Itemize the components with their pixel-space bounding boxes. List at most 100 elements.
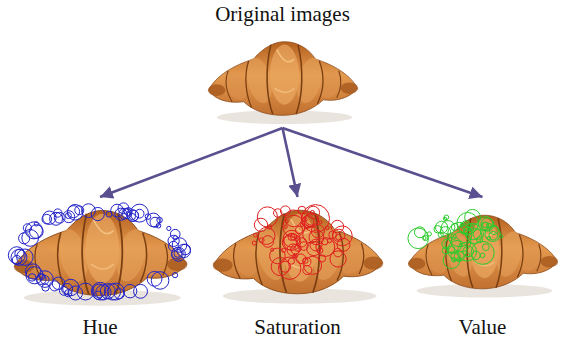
keypoint-circle	[130, 204, 148, 222]
keypoint-circle	[329, 231, 337, 239]
keypoint-circle	[444, 215, 449, 220]
keypoint-circle	[443, 217, 446, 220]
keypoint-circle	[448, 246, 455, 253]
keypoint-circle	[310, 239, 322, 251]
keypoint-circle	[318, 255, 325, 262]
keypoint-circle	[134, 284, 148, 298]
keypoint-circle	[147, 271, 162, 286]
keypoint-circle	[454, 251, 464, 261]
keypoint-circle	[442, 239, 452, 249]
original-image: Original images	[200, 2, 365, 128]
keypoint-circle	[17, 249, 33, 265]
keypoint-circle	[15, 249, 24, 258]
keypoint-circle	[28, 274, 36, 282]
keypoint-circle	[337, 238, 350, 251]
keypoint-circle	[486, 223, 491, 228]
keypoint-circle	[69, 286, 83, 300]
figure-title: Original images	[215, 2, 350, 26]
keypoint-circle	[68, 206, 80, 218]
hue-croissant	[14, 210, 188, 305]
keypoint-circle	[22, 230, 39, 247]
hue-image: Hue	[5, 197, 195, 339]
keypoint-circle	[438, 232, 443, 237]
keypoint-circle	[254, 233, 258, 237]
keypoint-circle	[280, 206, 290, 216]
keypoint-circle	[254, 218, 267, 231]
keypoint-circle	[443, 252, 460, 269]
keypoint-circle	[170, 229, 180, 239]
keypoint-circles	[8, 203, 502, 300]
keypoint-circle	[252, 241, 256, 245]
keypoint-circle	[459, 243, 462, 246]
keypoint-circle	[327, 239, 331, 243]
keypoint-circle	[26, 267, 43, 284]
keypoint-circle	[334, 248, 343, 257]
keypoint-circle	[271, 257, 289, 275]
keypoint-circle	[284, 234, 301, 251]
keypoint-circle	[91, 207, 104, 220]
keypoint-circle	[291, 234, 297, 240]
saturation-croissant	[213, 210, 383, 304]
keypoint-circle	[156, 223, 161, 228]
keypoint-circle	[466, 253, 470, 257]
keypoint-circle	[19, 233, 30, 244]
keypoint-circle	[123, 284, 136, 297]
keypoint-circle	[451, 232, 471, 252]
keypoint-circle	[59, 286, 68, 295]
keypoint-circle	[487, 236, 490, 239]
saturation-image: Saturation	[205, 197, 390, 339]
value-image: Value	[405, 197, 560, 339]
keypoint-circle	[319, 221, 322, 224]
keypoint-circle	[482, 244, 489, 251]
keypoint-circle	[423, 235, 428, 240]
flow-arrow	[283, 128, 298, 197]
keypoint-circle	[25, 264, 40, 279]
keypoint-circle	[297, 238, 306, 247]
keypoint-circle	[441, 221, 454, 234]
keypoint-circle	[303, 258, 311, 266]
keypoint-circle	[471, 241, 494, 264]
keypoint-circle	[280, 261, 291, 272]
keypoint-circle	[295, 226, 302, 233]
keypoint-circle	[91, 282, 109, 300]
keypoint-circle	[172, 273, 177, 278]
keypoint-circle	[461, 221, 470, 230]
keypoint-circle	[50, 281, 60, 291]
flow-arrow	[283, 128, 483, 197]
keypoint-circle	[464, 223, 480, 239]
keypoint-circle	[180, 244, 191, 255]
channel-label: Saturation	[254, 315, 340, 339]
keypoint-circle	[119, 208, 130, 219]
keypoint-circle	[54, 209, 62, 217]
channel-label: Value	[459, 315, 507, 339]
keypoint-circle	[303, 258, 308, 263]
flow-arrow	[100, 128, 283, 197]
keypoint-circle	[169, 241, 179, 251]
keypoint-circle	[37, 271, 54, 288]
keypoint-circle	[285, 210, 302, 227]
keypoint-circle	[330, 251, 346, 267]
original-croissant	[208, 42, 358, 124]
keypoint-circle	[94, 291, 102, 299]
keypoint-circle	[294, 254, 297, 257]
keypoint-circle	[107, 283, 124, 300]
keypoint-circle	[111, 204, 124, 217]
keypoint-circle	[82, 204, 96, 218]
keypoint-circle	[150, 217, 160, 227]
keypoint-circle	[427, 232, 431, 236]
keypoint-circle	[114, 289, 124, 299]
keypoint-circle	[302, 205, 330, 233]
keypoint-circle	[167, 226, 171, 230]
keypoint-circle	[480, 253, 485, 258]
keypoint-circle	[311, 225, 324, 238]
channel-label: Hue	[83, 315, 118, 339]
keypoint-circle	[307, 206, 319, 218]
keypoint-circle	[127, 210, 138, 221]
value-croissant	[408, 215, 558, 297]
keypoint-circle	[284, 225, 287, 228]
keypoint-circle	[262, 236, 274, 248]
keypoint-circle	[303, 226, 320, 243]
